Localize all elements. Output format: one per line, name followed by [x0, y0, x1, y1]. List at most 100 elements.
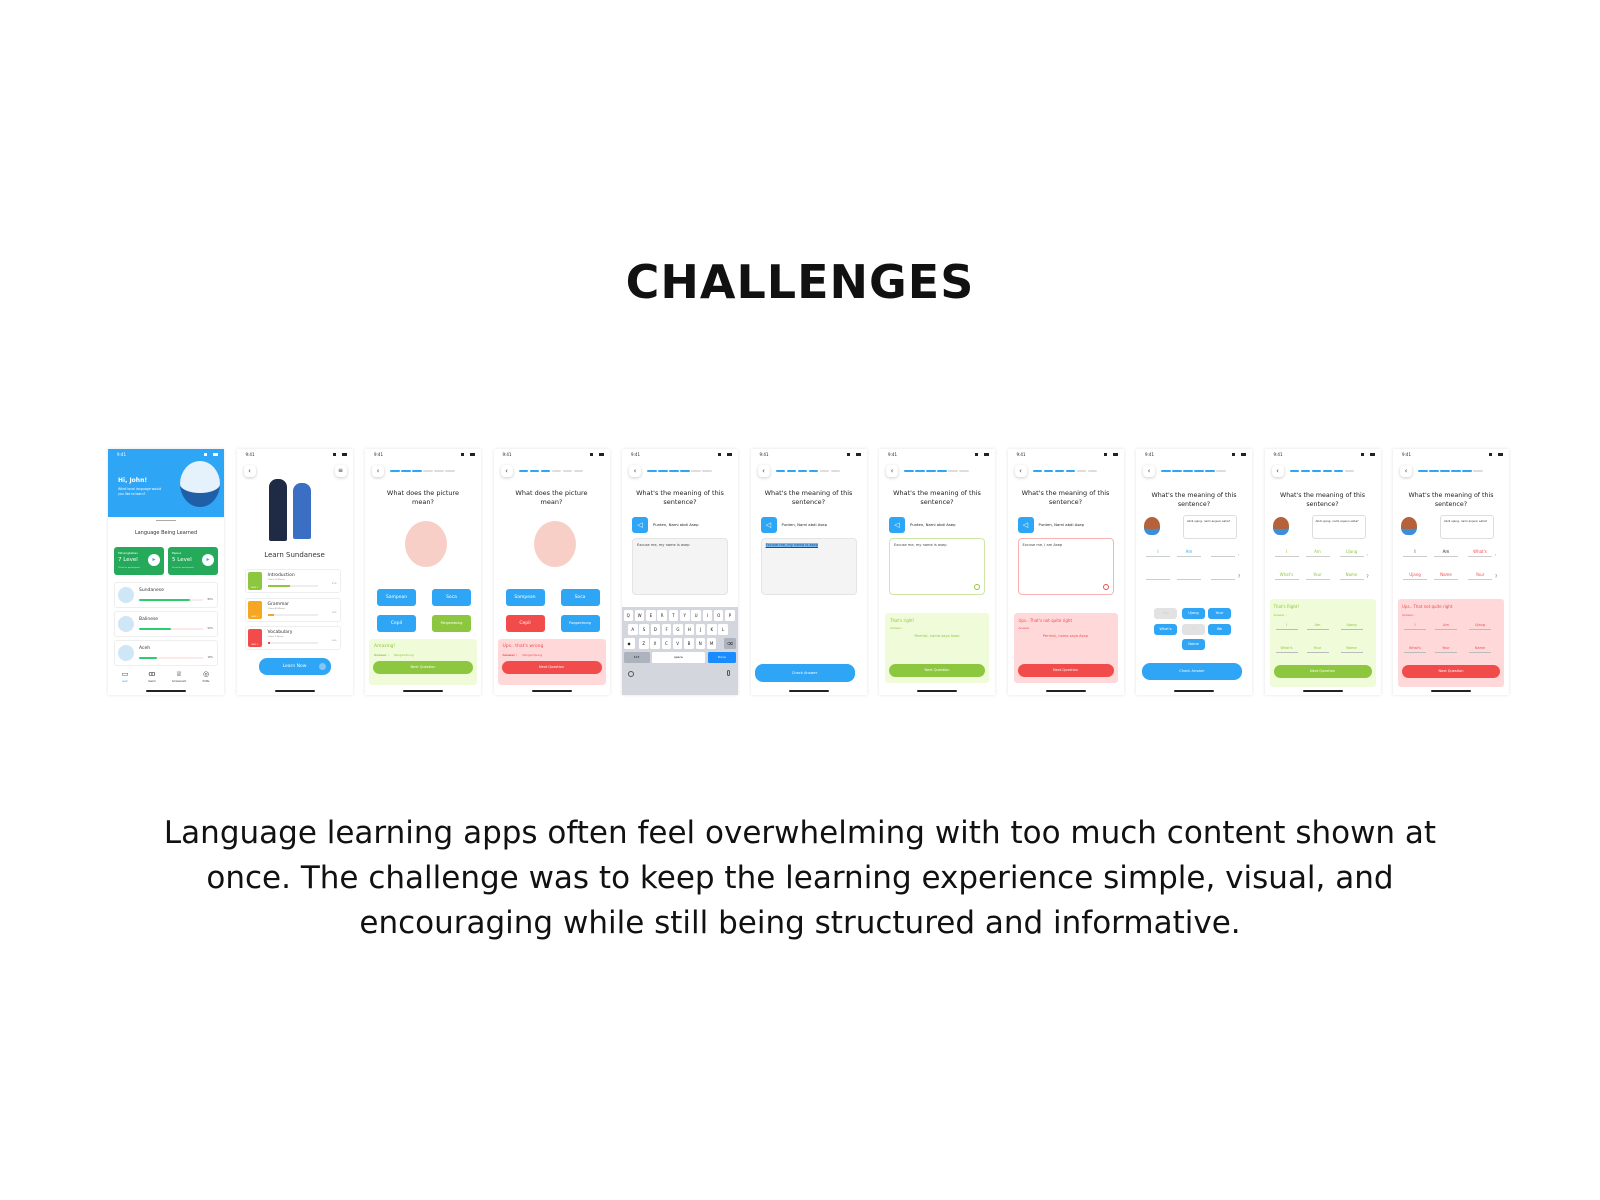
- answer-option-pangambung[interactable]: Pangambung: [432, 615, 471, 632]
- answer-textarea[interactable]: Excuse me, my name is asep: [632, 538, 728, 595]
- key-j[interactable]: J: [695, 624, 706, 635]
- play-button[interactable]: ▸: [148, 554, 160, 566]
- answer-textarea[interactable]: Excuse me, I am Asep: [1017, 538, 1114, 595]
- key-k[interactable]: K: [707, 624, 717, 635]
- key-e[interactable]: E: [646, 610, 656, 621]
- done-key[interactable]: Done: [708, 652, 736, 663]
- next-question-button[interactable]: Next Question: [889, 664, 985, 677]
- emoji-icon[interactable]: [628, 671, 634, 677]
- key-s[interactable]: S: [639, 624, 649, 635]
- answer-blank[interactable]: What's: [1468, 549, 1492, 557]
- next-question-button[interactable]: Next Question: [1402, 665, 1500, 678]
- key-z[interactable]: Z: [639, 638, 649, 649]
- key-p[interactable]: P: [725, 610, 735, 621]
- check-answer-button[interactable]: Check Answer: [754, 664, 855, 682]
- key-y[interactable]: Y: [680, 610, 690, 621]
- key-w[interactable]: W: [634, 610, 645, 621]
- numbers-key[interactable]: 123: [623, 652, 650, 663]
- key-v[interactable]: V: [672, 638, 683, 649]
- answer-option-cepil[interactable]: Cepil: [505, 615, 545, 632]
- answer-blank[interactable]: Am: [1177, 549, 1201, 557]
- back-button[interactable]: ‹: [244, 465, 256, 477]
- word-chip[interactable]: What's: [1154, 624, 1177, 635]
- learn-now-button[interactable]: Learn Now: [258, 658, 331, 675]
- answer-blank[interactable]: Your: [1468, 572, 1492, 580]
- answer-blank[interactable]: [1146, 572, 1170, 580]
- key-u[interactable]: U: [691, 610, 701, 621]
- key-g[interactable]: G: [673, 624, 683, 635]
- answer-blank[interactable]: Am: [1434, 549, 1458, 557]
- answer-option-soca[interactable]: Soca: [560, 589, 600, 606]
- answer-option-pangambung[interactable]: Pangambung: [560, 615, 600, 632]
- word-chip[interactable]: Your: [1208, 608, 1231, 619]
- answer-blank[interactable]: [1211, 549, 1235, 557]
- key-h[interactable]: H: [684, 624, 694, 635]
- answer-blank[interactable]: Name: [1339, 572, 1364, 580]
- key-t[interactable]: T: [668, 610, 679, 621]
- check-answer-button[interactable]: Check Answer: [1142, 663, 1242, 680]
- key-x[interactable]: X: [650, 638, 660, 649]
- answer-option-soca[interactable]: Soca: [432, 589, 471, 606]
- word-chip[interactable]: We: [1208, 624, 1231, 635]
- word-chip[interactable]: Name: [1182, 639, 1205, 650]
- audio-button[interactable]: ◁: [632, 517, 648, 533]
- answer-textarea[interactable]: Excuse me, my name is asep: [760, 538, 857, 595]
- word-chip[interactable]: Am: [1154, 608, 1177, 619]
- back-button[interactable]: ‹: [500, 465, 513, 477]
- next-question-button[interactable]: Next Question: [501, 661, 602, 674]
- play-button[interactable]: ▸: [202, 554, 214, 566]
- audio-button[interactable]: ◁: [1017, 517, 1034, 533]
- key-i[interactable]: I: [702, 610, 713, 621]
- answer-textarea[interactable]: Excuse me, my name is asep: [889, 538, 985, 595]
- answer-blank[interactable]: Ujang: [1403, 572, 1427, 580]
- answer-blank[interactable]: Name: [1434, 572, 1458, 580]
- word-chip[interactable]: I: [1182, 624, 1205, 635]
- back-button[interactable]: ‹: [757, 465, 770, 477]
- back-button[interactable]: ‹: [372, 465, 384, 477]
- answer-option-sampean[interactable]: Sampean: [377, 589, 416, 606]
- menu-button[interactable]: ≡: [335, 465, 347, 477]
- answer-blank[interactable]: [1211, 572, 1235, 580]
- answer-blank[interactable]: Ujang: [1339, 549, 1364, 557]
- audio-button[interactable]: ◁: [760, 517, 777, 533]
- key-b[interactable]: B: [684, 638, 694, 649]
- back-button[interactable]: ‹: [1014, 465, 1027, 477]
- key-q[interactable]: Q: [623, 610, 633, 621]
- back-button[interactable]: ‹: [1400, 465, 1412, 477]
- answer-option-cepil[interactable]: Cepil: [377, 615, 416, 632]
- answer-blank[interactable]: I: [1146, 549, 1170, 557]
- next-question-button[interactable]: Next Question: [1017, 664, 1114, 677]
- backspace-key[interactable]: ⌫: [724, 638, 736, 649]
- answer-blank[interactable]: Your: [1305, 572, 1330, 580]
- key-c[interactable]: C: [661, 638, 672, 649]
- shift-key[interactable]: ◆: [623, 638, 635, 649]
- key-l[interactable]: L: [718, 624, 728, 635]
- word-chip[interactable]: Ujang: [1182, 608, 1205, 619]
- answer-blank[interactable]: [1177, 572, 1201, 580]
- answer-blank[interactable]: I: [1403, 549, 1427, 557]
- key-o[interactable]: O: [713, 610, 724, 621]
- audio-button[interactable]: ◁: [889, 517, 905, 533]
- answer-blank[interactable]: I: [1274, 549, 1299, 557]
- back-button[interactable]: ‹: [1271, 465, 1284, 477]
- back-button[interactable]: ‹: [629, 465, 641, 477]
- answer-blank[interactable]: Am: [1305, 549, 1330, 557]
- nav-item-achievement[interactable]: ♕Achievement: [168, 670, 190, 686]
- key-m[interactable]: M: [706, 638, 717, 649]
- answer-option-sampean[interactable]: Sampean: [505, 589, 545, 606]
- answer-blank[interactable]: What's: [1274, 572, 1299, 580]
- nav-item-learn[interactable]: ▭Learn: [114, 670, 136, 686]
- key-a[interactable]: A: [628, 624, 638, 635]
- next-question-button[interactable]: Next Question: [1273, 665, 1372, 678]
- next-question-button[interactable]: Next Question: [373, 661, 473, 674]
- nav-item-profile[interactable]: ◎Profile: [195, 670, 217, 686]
